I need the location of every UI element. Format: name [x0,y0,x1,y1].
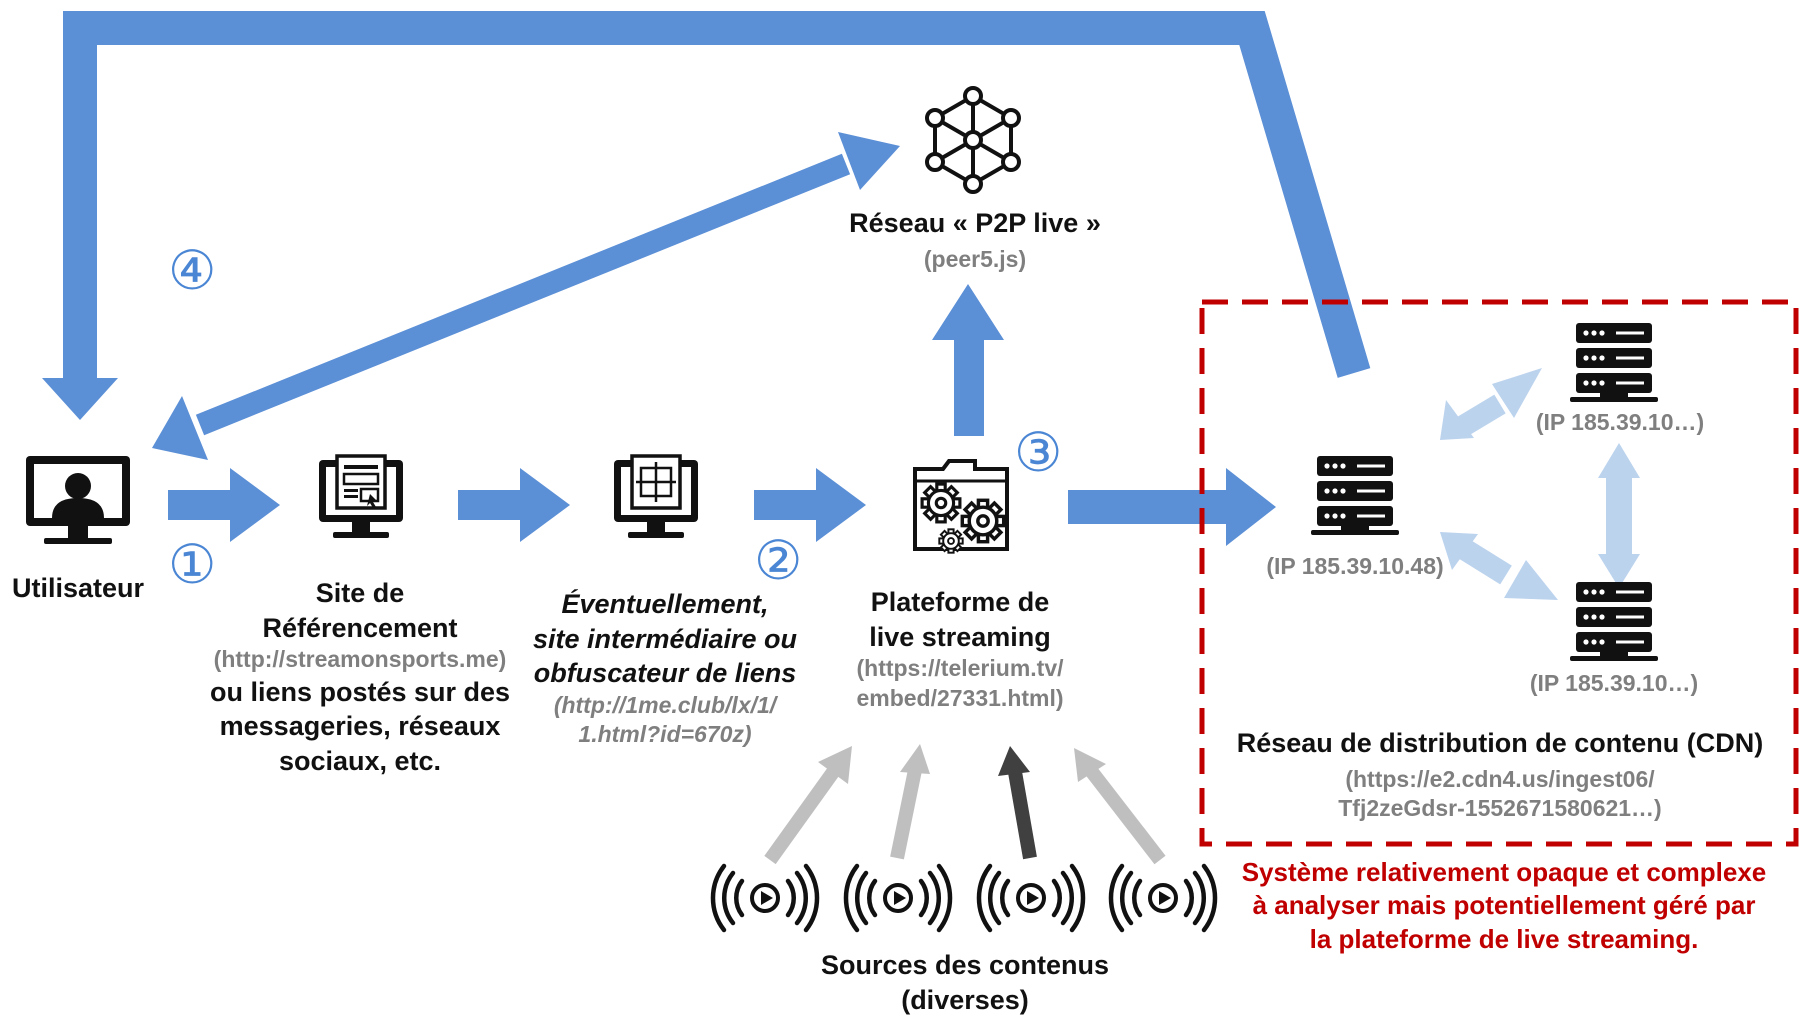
intermediate-url-line2: 1.html?id=670z) [578,721,752,748]
flow-arrow-cdn [1068,468,1276,546]
user-p2p-arrowhead-p2p [838,132,900,190]
opaque-system-note: Système relativement opaque et complexe … [1208,856,1800,956]
cdn-to-user-arrowhead [42,378,118,420]
intermediate-text-block: Éventuellement, site intermédiaire ou ob… [510,587,820,750]
server-rack-icon [1570,323,1658,402]
cdn-arrowhead-b [1492,368,1542,418]
cdn-arrowhead-d [1504,560,1558,600]
intermediate-line3: obfuscateur de liens [533,658,797,689]
flow-arrow-2 [458,468,570,542]
intermediate-url-line1: (http://1me.club/lx/1/ [553,691,777,718]
broadcast-play-icon [713,866,817,930]
cdn-arrowhead-a [1440,400,1474,440]
cdn-arrowhead-c [1440,532,1478,570]
platform-line1: Plateforme de [870,587,1050,617]
server-rack-icon [1570,582,1658,661]
site-note-line1: ou liens postés sur des [209,676,511,707]
step-3-badge: ③ [1014,423,1063,483]
user-p2p-arrowhead-user [152,396,208,460]
flow-arrow-p2p [932,284,1004,436]
flow-arrow-3 [754,468,866,542]
cdn-arrowhead-f [1598,554,1640,588]
note-line3: la plateforme de live streaming. [1309,923,1699,954]
platform-text-block: Plateforme de live streaming (https://te… [820,585,1100,713]
note-line1: Système relativement opaque et complexe [1241,857,1767,887]
intermediate-line1: Éventuellement, [561,589,769,619]
user-p2p-arrow [195,153,851,436]
source-arrowhead-4 [1074,748,1106,782]
grid-monitor-icon [614,454,698,538]
cdn-to-user-arrow [63,10,1371,380]
web-page-monitor-icon [319,454,403,538]
platform-line2: live streaming [869,621,1051,652]
server-rack-icon [1311,456,1399,535]
cdn-url-line2: Tfj2zeGdsr-1552671580621…) [1338,794,1662,821]
cdn-url-line1: (https://e2.cdn4.us/ingest06/ [1345,765,1655,792]
source-arrowhead-3 [998,746,1030,776]
source-arrowhead-2 [900,744,930,774]
p2p-title: Réseau « P2P live » [849,208,1101,238]
note-line2: à analyser mais potentiellement géré par [1252,890,1756,921]
p2p-text-block: Réseau « P2P live » (peer5.js) [810,206,1140,274]
cdn-text-block: Réseau de distribution de contenu (CDN) … [1210,726,1790,823]
gears-folder-icon [913,459,1009,554]
flow-arrow-1 [168,468,280,542]
site-title-line2: Référencement [262,612,458,643]
broadcast-play-icon [1111,866,1215,930]
site-text-block: Site de Référencement (http://streamonsp… [190,576,530,778]
step-2-badge: ② [754,531,803,591]
platform-url-line1: (https://telerium.tv/ [856,655,1064,682]
cdn-box [1199,299,1799,847]
site-note-line2: messageries, réseaux [219,711,501,742]
step-1-badge: ① [168,535,217,595]
cdn-main-ip: (IP 185.39.10.48) [1266,553,1444,579]
cdn-bottom-ip: (IP 185.39.10…) [1529,670,1699,696]
network-nodes-icon [925,86,1021,194]
cdn-arrowhead-e [1598,443,1640,478]
sources-text-block: Sources des contenus (diverses) [810,948,1120,1017]
user-monitor-icon [26,456,130,544]
site-note-line3: sociaux, etc. [278,745,442,776]
site-url: (http://streamonsports.me) [213,646,507,673]
step-4-badge: ④ [168,241,217,301]
broadcast-play-icon [846,866,950,930]
p2p-lib: (peer5.js) [923,245,1027,272]
broadcast-play-icon [979,866,1083,930]
cdn-title: Réseau de distribution de contenu (CDN) [1236,728,1764,758]
site-title-line1: Site de [315,578,405,608]
platform-url-line2: embed/27331.html) [856,684,1064,711]
intermediate-line2: site intermédiaire ou [532,623,798,654]
sources-line1: Sources des contenus [820,950,1110,980]
sources-line2: (diverses) [901,984,1029,1015]
source-arrowhead-1 [818,746,852,784]
user-label: Utilisateur [11,573,145,603]
cdn-top-ip: (IP 185.39.10…) [1535,409,1705,435]
